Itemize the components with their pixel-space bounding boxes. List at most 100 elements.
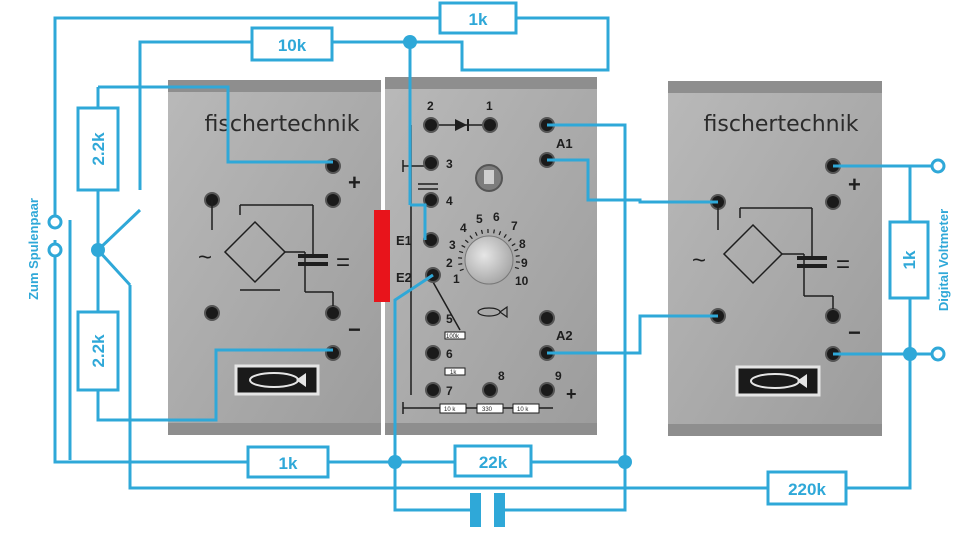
mid-potentiometer-knob[interactable] (464, 235, 514, 285)
dial-tick (458, 263, 463, 265)
left-minus-sign: − (348, 317, 361, 342)
coil-terminal-top[interactable] (47, 214, 63, 230)
left-plus-sign: + (348, 170, 361, 195)
dial-tick (514, 248, 519, 252)
middle-control-module: 2 1 3 4 E1 E2 5 6 7 8 9 A1 A2 + 1 2 3 4 … (385, 77, 597, 435)
right-socket-minus-1[interactable] (825, 308, 841, 324)
mid-label-1: 1 (486, 99, 493, 113)
resistor-box-1k-bottom (246, 445, 330, 479)
right-minus-sign: − (848, 320, 861, 345)
dial-tick (503, 233, 507, 238)
resistor-label-1k-top: 1k (469, 10, 488, 29)
resistor-label-2.2k-lower: 2.2k (89, 334, 108, 368)
mid-resistor-10k-a: 10 k (444, 407, 456, 413)
resistor-box-2.2k-upper (76, 106, 120, 192)
coil-terminal-bottom[interactable] (47, 242, 63, 258)
dial-mark-5: 5 (476, 212, 483, 226)
mid-label-3: 3 (446, 157, 453, 171)
resistor-label-1k-right: 1k (900, 250, 919, 269)
mid-socket-6[interactable] (425, 345, 441, 361)
dial-tick (493, 229, 495, 234)
dial-tick (464, 239, 469, 244)
mid-label-4: 4 (446, 194, 453, 208)
left-equals-sign: = (336, 249, 350, 276)
right-ac-sign: ~ (692, 247, 706, 274)
right-power-module: fischertechnik ~ = + − (668, 81, 882, 436)
dial-tick (514, 266, 519, 270)
capacitor (470, 493, 505, 527)
left-socket-plus-2[interactable] (325, 192, 341, 208)
left-socket-minus-1[interactable] (325, 305, 341, 321)
resistor-label-10k: 10k (278, 36, 307, 55)
dial-mark-1: 1 (453, 272, 460, 286)
voltmeter-terminal-top[interactable] (930, 158, 946, 174)
voltmeter-label: Digital Voltmeter (936, 209, 951, 311)
dial-tick (498, 231, 502, 236)
mid-socket-4[interactable] (423, 192, 439, 208)
resistor-label-1k-bottom: 1k (279, 454, 298, 473)
mid-resistor-100k: 100k (446, 334, 460, 340)
left-socket-minus-2[interactable] (325, 345, 341, 361)
mid-label-e1: E1 (396, 233, 412, 248)
resistor-box-1k-right (888, 220, 930, 300)
coil-pair-label: Zum Spulenpaar (26, 198, 41, 300)
right-equals-sign: = (836, 251, 850, 278)
mid-plus-label: + (566, 384, 577, 404)
dial-mark-8: 8 (519, 237, 526, 251)
mid-label-a1: A1 (556, 136, 573, 151)
left-module-brand: fischertechnik (205, 112, 360, 137)
mid-socket-2[interactable] (423, 117, 439, 133)
mid-label-a2: A2 (556, 328, 573, 343)
dial-tick (515, 255, 520, 257)
right-plus-sign: + (848, 172, 861, 197)
mid-resistor-1k: 1k (450, 370, 457, 376)
dial-mark-9: 9 (521, 256, 528, 270)
mid-label-9: 9 (555, 369, 562, 383)
resistor-label-2.2k-upper: 2.2k (89, 132, 108, 166)
left-ac-sign: ~ (198, 244, 212, 271)
dial-mark-4: 4 (460, 221, 467, 235)
junction-dot (618, 455, 632, 469)
mid-socket-a2-top[interactable] (539, 310, 555, 326)
left-socket-in-2[interactable] (204, 305, 220, 321)
mid-label-2: 2 (427, 99, 434, 113)
junction-dot (91, 243, 105, 257)
voltmeter-terminal-bottom[interactable] (930, 346, 946, 362)
dial-mark-10: 10 (515, 274, 529, 288)
mid-socket-1[interactable] (482, 117, 498, 133)
dial-mark-7: 7 (511, 219, 518, 233)
junction-dot (903, 347, 917, 361)
mid-label-7: 7 (446, 384, 453, 398)
dial-tick (511, 243, 516, 247)
mid-label-8: 8 (498, 369, 505, 383)
dial-tick (480, 229, 484, 234)
mid-label-6: 6 (446, 347, 453, 361)
left-power-module: fischertechnik ~ = + − (168, 80, 381, 435)
resistor-box-10k (250, 26, 334, 62)
mid-label-5: 5 (446, 312, 453, 326)
dial-tick (474, 231, 478, 236)
mid-resistor-10k-b: 10 k (517, 407, 529, 413)
resistor-box-22k (453, 444, 533, 478)
dial-tick (461, 244, 466, 248)
mid-socket-5[interactable] (425, 310, 441, 326)
dial-mark-2: 2 (446, 256, 453, 270)
mid-fish-icon (477, 305, 508, 319)
mid-resistor-330: 330 (482, 407, 493, 413)
dial-tick (469, 235, 473, 240)
resistor-label-220k: 220k (788, 480, 826, 499)
dial-mark-3: 3 (449, 238, 456, 252)
dial-mark-6: 6 (493, 210, 500, 224)
junction-dot (388, 455, 402, 469)
resistor-box-220k (766, 470, 848, 506)
mid-socket-8[interactable] (482, 382, 498, 398)
red-marker (374, 210, 390, 302)
right-socket-plus-2[interactable] (825, 194, 841, 210)
dial-tick (508, 238, 512, 242)
right-module-brand: fischertechnik (704, 112, 859, 137)
mid-label-e2: E2 (396, 270, 412, 285)
mid-socket-3[interactable] (423, 155, 439, 171)
mid-socket-7[interactable] (425, 382, 441, 398)
mid-socket-9[interactable] (539, 382, 555, 398)
